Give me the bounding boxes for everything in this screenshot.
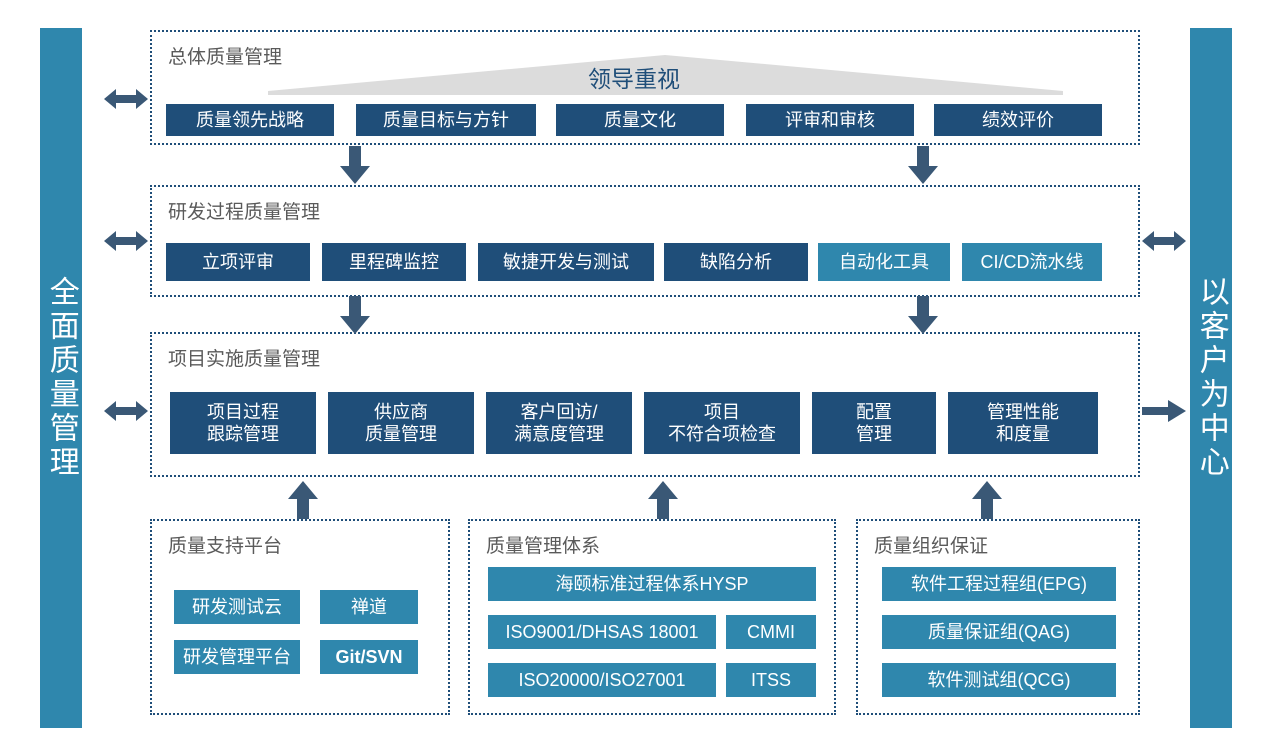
- box-iso9001-dhsas18001[interactable]: ISO9001/DHSAS 18001: [488, 615, 716, 649]
- arrow-down-left-row0-row1-icon: [340, 146, 370, 184]
- arrow-down-right-row1-row2-icon: [908, 296, 938, 334]
- box-git-svn[interactable]: Git/SVN: [320, 640, 418, 674]
- sidebar-left-label: 全面质量管理: [44, 276, 78, 480]
- box-hysp-standard-process[interactable]: 海颐标准过程体系HYSP: [488, 567, 816, 601]
- box-milestone-monitoring[interactable]: 里程碑监控: [322, 243, 466, 281]
- box-automation-tools[interactable]: 自动化工具: [818, 243, 950, 281]
- sidebar-right-customer-centric: 以客户为中心: [1190, 28, 1232, 728]
- box-project-process-tracking[interactable]: 项目过程 跟踪管理: [170, 392, 316, 454]
- panel-title-bottom-0: 质量支持平台: [168, 536, 283, 557]
- box-project-initiation-review[interactable]: 立项评审: [166, 243, 310, 281]
- panel-title-row-1: 研发过程质量管理: [168, 202, 321, 223]
- box-quality-culture[interactable]: 质量文化: [556, 104, 724, 136]
- sidebar-left-total-quality-management: 全面质量管理: [40, 28, 82, 728]
- panel-title-bottom-1: 质量管理体系: [486, 536, 601, 557]
- arrow-left-row-0-icon: [104, 86, 148, 112]
- arrow-right-row-2-icon: [1142, 398, 1186, 424]
- box-rd-test-cloud[interactable]: 研发测试云: [174, 590, 300, 624]
- box-project-nonconformity-check[interactable]: 项目 不符合项检查: [644, 392, 800, 454]
- box-quality-leading-strategy[interactable]: 质量领先战略: [166, 104, 334, 136]
- box-performance-evaluation[interactable]: 绩效评价: [934, 104, 1102, 136]
- box-cmmi[interactable]: CMMI: [726, 615, 816, 649]
- box-rd-management-platform[interactable]: 研发管理平台: [174, 640, 300, 674]
- arrow-left-row-1-icon: [104, 228, 148, 254]
- arrow-up-organization-assurance-icon: [972, 481, 1002, 519]
- box-quality-objectives-policy[interactable]: 质量目标与方针: [356, 104, 536, 136]
- arrow-down-right-row0-row1-icon: [908, 146, 938, 184]
- box-management-performance-metrics[interactable]: 管理性能 和度量: [948, 392, 1098, 454]
- box-review-and-audit[interactable]: 评审和审核: [746, 104, 914, 136]
- leadership-triangle: [268, 55, 1063, 95]
- panel-title-row-2: 项目实施质量管理: [168, 349, 321, 370]
- box-agile-dev-and-test[interactable]: 敏捷开发与测试: [478, 243, 654, 281]
- arrow-down-left-row1-row2-icon: [340, 296, 370, 334]
- box-iso20000-iso27001[interactable]: ISO20000/ISO27001: [488, 663, 716, 697]
- box-qag[interactable]: 质量保证组(QAG): [882, 615, 1116, 649]
- sidebar-right-label: 以客户为中心: [1194, 276, 1228, 480]
- arrow-up-support-platform-icon: [288, 481, 318, 519]
- box-itss[interactable]: ITSS: [726, 663, 816, 697]
- arrow-up-management-system-icon: [648, 481, 678, 519]
- leadership-triangle-label: 领导重视: [588, 66, 680, 92]
- box-cicd-pipeline[interactable]: CI/CD流水线: [962, 243, 1102, 281]
- panel-title-bottom-2: 质量组织保证: [874, 536, 989, 557]
- box-zentao[interactable]: 禅道: [320, 590, 418, 624]
- box-defect-analysis[interactable]: 缺陷分析: [664, 243, 808, 281]
- box-configuration-management[interactable]: 配置 管理: [812, 392, 936, 454]
- box-customer-visit-satisfaction[interactable]: 客户回访/ 满意度管理: [486, 392, 632, 454]
- panel-title-row-0: 总体质量管理: [168, 47, 283, 68]
- box-supplier-quality-management[interactable]: 供应商 质量管理: [328, 392, 474, 454]
- arrow-left-row-2-icon: [104, 398, 148, 424]
- arrow-right-row-1-icon: [1142, 228, 1186, 254]
- box-epg[interactable]: 软件工程过程组(EPG): [882, 567, 1116, 601]
- box-qcg[interactable]: 软件测试组(QCG): [882, 663, 1116, 697]
